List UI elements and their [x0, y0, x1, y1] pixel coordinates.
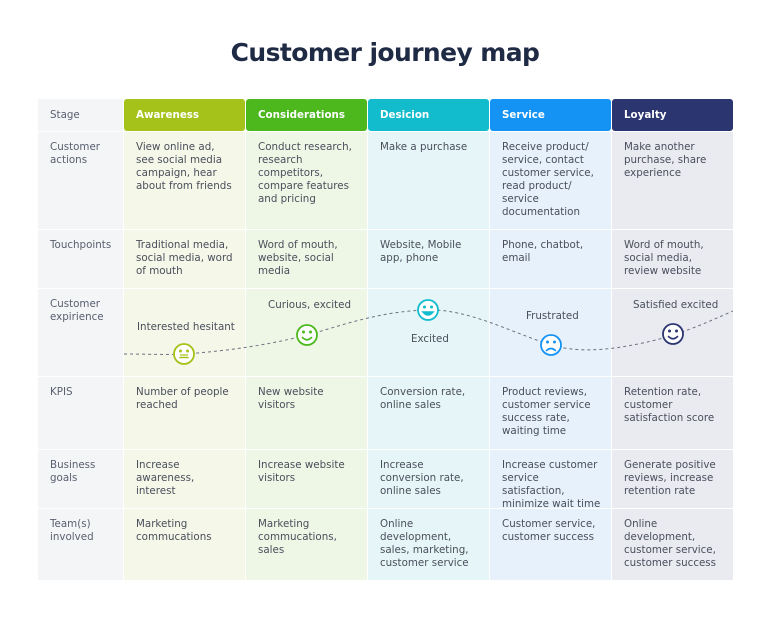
table-cell-service: Customer service, customer success	[490, 509, 611, 580]
table-cell-loyalty: Retention rate, customer satisfaction sc…	[612, 377, 733, 449]
table-cell-loyalty: Make another purchase, share experience	[612, 132, 733, 229]
stage-header-considerations: Considerations	[246, 99, 367, 131]
neutral-face-icon	[173, 343, 195, 365]
row-label: Team(s) involved	[38, 509, 123, 580]
table-cell-loyalty: Online development, customer service, cu…	[612, 509, 733, 580]
table-cell-service: Product reviews, customer service succes…	[490, 377, 611, 449]
table-cell-considerations: Marketing commucations, sales	[246, 509, 367, 580]
table-cell-decision: Online development, sales, marketing, cu…	[368, 509, 489, 580]
experience-label: Curious, excited	[268, 299, 352, 311]
table-cell-considerations: Increase website visitors	[246, 450, 367, 508]
table-cell-decision: Conversion rate, online sales	[368, 377, 489, 449]
smile-face-icon	[296, 324, 318, 346]
stage-header-service: Service	[490, 99, 611, 131]
experience-curve-layer	[123, 299, 733, 365]
experience-label: Interested hesitant	[137, 321, 235, 333]
table-cell-awareness: Marketing commucations	[124, 509, 245, 580]
stage-header-awareness: Awareness	[124, 99, 245, 131]
sad-face-icon	[540, 334, 562, 356]
table-cell-awareness: Number of people reached	[124, 377, 245, 449]
table-cell-loyalty: Word of mouth, social media, review webs…	[612, 230, 733, 288]
stage-header-decision: Desicion	[368, 99, 489, 131]
table-cell-service	[490, 289, 611, 376]
page-title: Customer journey map	[230, 38, 540, 67]
table-cell-service: Increase customer service satisfaction, …	[490, 450, 611, 510]
table-cell-awareness: Traditional media, social media, word of…	[124, 230, 245, 288]
smile-face-icon	[662, 323, 684, 345]
table-cell-loyalty: Generate positive reviews, increase rete…	[612, 450, 733, 508]
table-cell-decision: Website, Mobile app, phone	[368, 230, 489, 288]
table-cell-decision: Make a purchase	[368, 132, 489, 229]
row-label: Customer expirience	[38, 289, 123, 376]
table-cell-considerations: Word of mouth, website, social media	[246, 230, 367, 288]
stage-header-label: Stage	[38, 99, 123, 131]
table-cell-awareness: Increase awareness, interest	[124, 450, 245, 508]
grin-face-icon	[417, 299, 439, 321]
experience-label: Satisfied excited	[633, 299, 719, 311]
row-label: KPIS	[38, 377, 123, 449]
table-cell-awareness: View online ad, see social media campaig…	[124, 132, 245, 229]
table-cell-decision: Increase conversion rate, online sales	[368, 450, 489, 508]
table-cell-service: Receive product/ service, contact custom…	[490, 132, 611, 229]
experience-label: Frustrated	[526, 310, 579, 322]
row-label: Customer actions	[38, 132, 123, 229]
row-label: Touchpoints	[38, 230, 123, 288]
table-cell-considerations: Conduct research, research competitors, …	[246, 132, 367, 229]
table-cell-considerations: New website visitors	[246, 377, 367, 449]
experience-label: Excited	[411, 333, 449, 345]
row-label: Business goals	[38, 450, 123, 508]
table-cell-service: Phone, chatbot, email	[490, 230, 611, 288]
stage-header-loyalty: Loyalty	[612, 99, 733, 131]
